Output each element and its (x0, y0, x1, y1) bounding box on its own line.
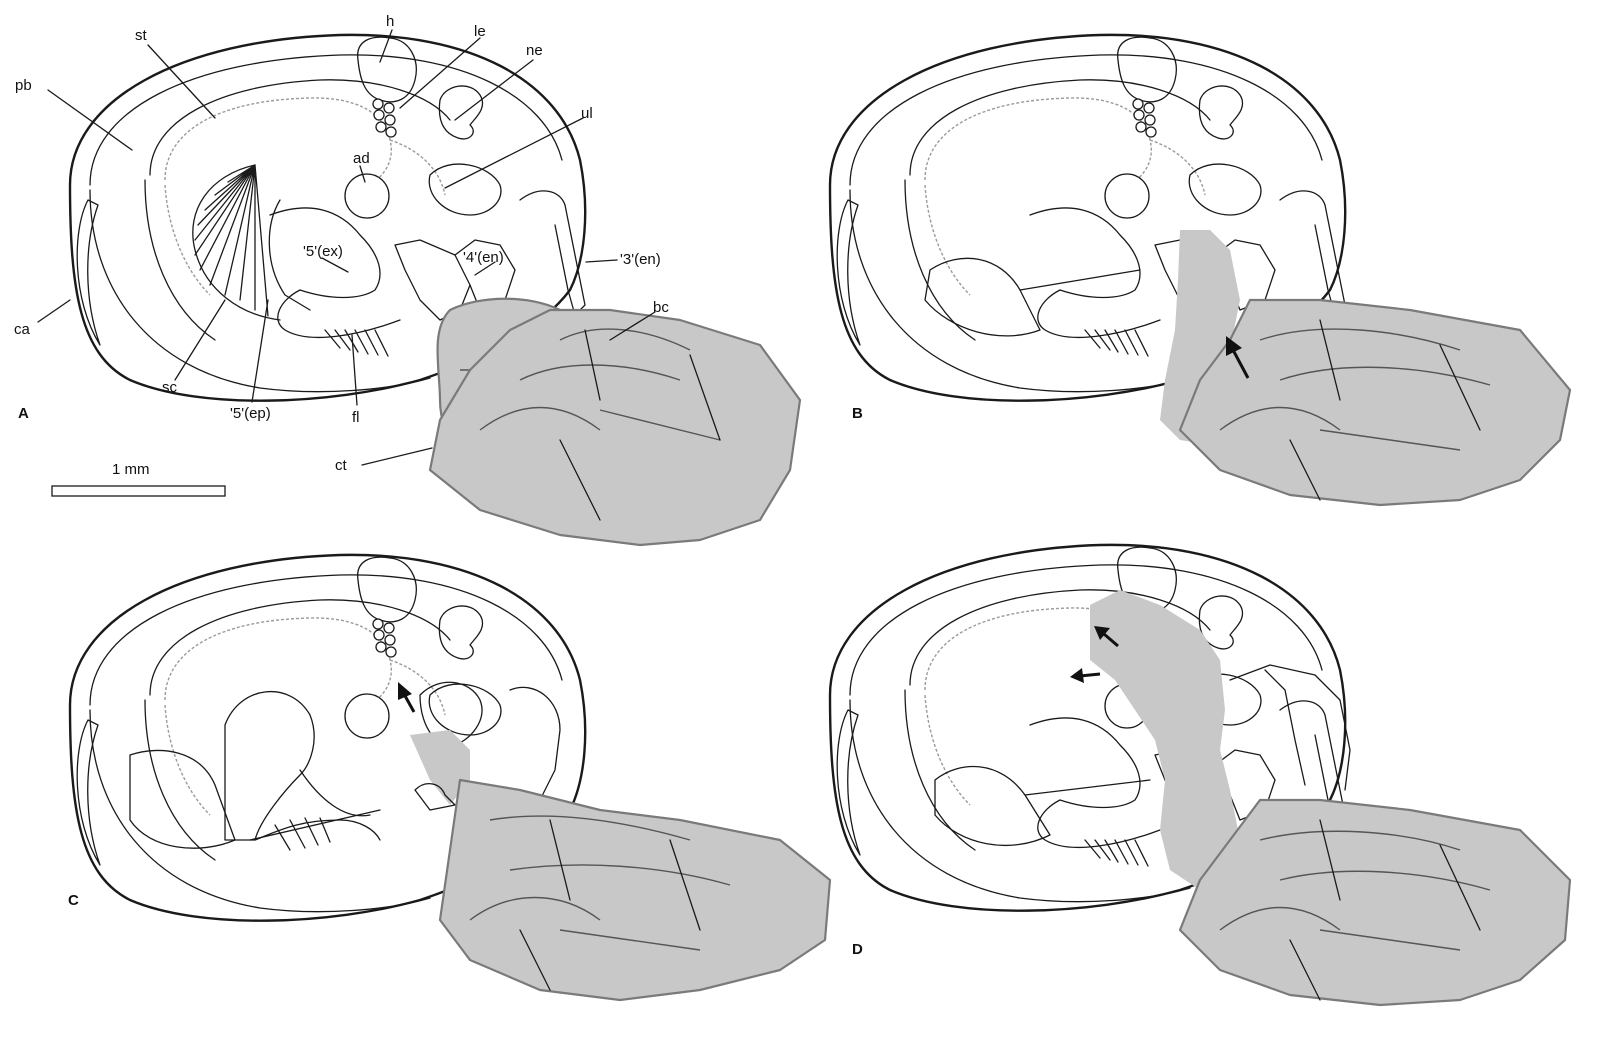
label-ul: ul (581, 105, 593, 122)
panel-c (70, 555, 830, 1000)
panel-b (830, 35, 1570, 505)
label-ct: ct (335, 457, 348, 474)
label-ca: ca (14, 321, 31, 338)
label-5ep: '5'(ep) (230, 405, 271, 422)
label-5ex: '5'(ex) (303, 243, 343, 260)
label-pb: pb (15, 77, 32, 94)
label-st: st (135, 27, 148, 44)
panel-d (830, 545, 1570, 1005)
label-4en: '4'(en) (463, 249, 504, 266)
label-ne: ne (526, 42, 543, 59)
label-sc: sc (162, 379, 178, 396)
panel-label-b: B (852, 405, 863, 422)
scale-bar: 1 mm (52, 461, 225, 496)
epipod-fan (193, 165, 310, 320)
panel-a (70, 35, 800, 545)
label-h: h (386, 13, 394, 30)
arrow-d-lower (1070, 668, 1100, 683)
label-bc: bc (653, 299, 669, 316)
panel-label-c: C (68, 892, 79, 909)
scale-bar-label: 1 mm (112, 461, 150, 478)
label-3en: '3'(en) (620, 251, 661, 268)
label-le: le (474, 23, 486, 40)
label-fl: fl (352, 409, 360, 426)
label-ad: ad (353, 150, 370, 167)
panel-label-d: D (852, 941, 863, 958)
arrow-c (398, 682, 414, 712)
panel-label-a: A (18, 405, 29, 422)
